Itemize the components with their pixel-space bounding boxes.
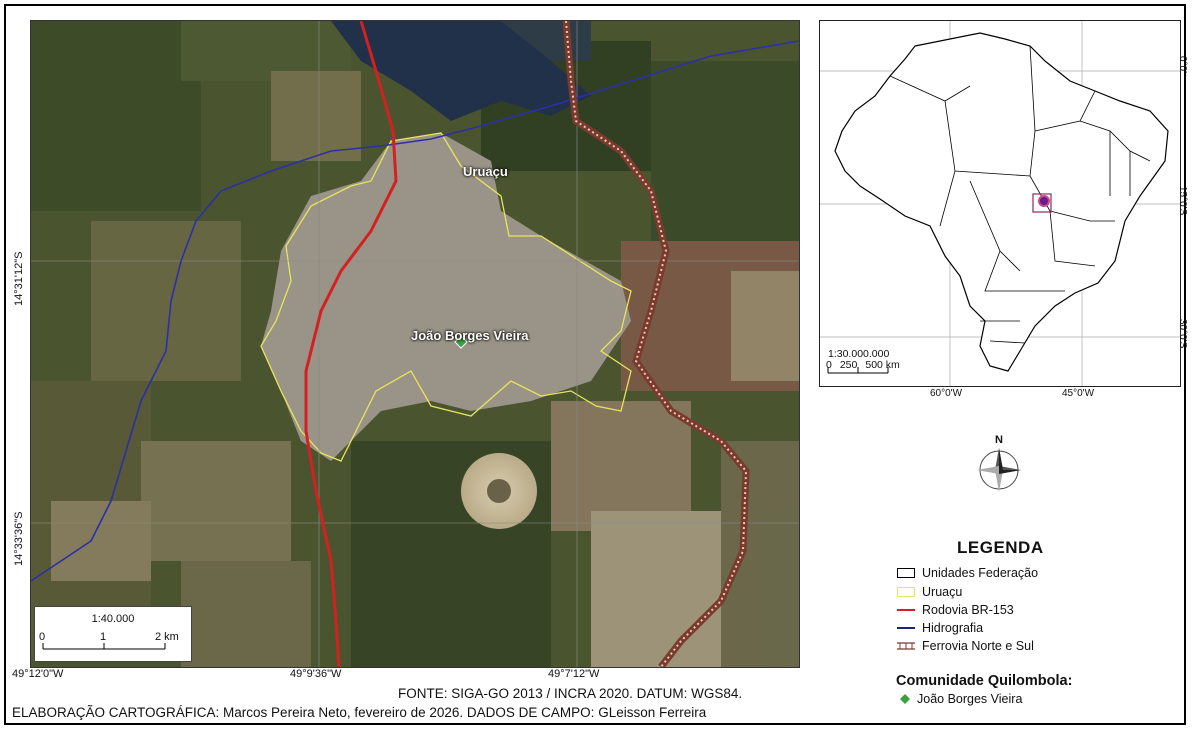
coord-bottom: 49°9'36"W — [290, 668, 342, 680]
legend-swatch — [897, 568, 915, 578]
legend-label: Unidades Federação — [922, 566, 1039, 580]
coord-left: 14°33'36"S — [13, 511, 25, 566]
graticule — [31, 21, 799, 667]
location-marker-icon[interactable] — [1038, 195, 1050, 207]
coord-bottom: 49°7'12"W — [548, 668, 600, 680]
brazil-country-outline — [834, 32, 1169, 372]
urban-area — [261, 133, 631, 461]
inset-scale-tick: 250 — [839, 359, 858, 371]
north-arrow: N — [975, 434, 1023, 494]
legend-label: Hidrografia — [922, 621, 984, 635]
river-line — [31, 40, 799, 582]
inset-scale-tick: 0 — [826, 359, 832, 371]
railway-swatch-icon — [897, 642, 915, 650]
map-frame — [4, 4, 1186, 725]
coord-left: 14°31'12"S — [13, 251, 25, 306]
main-scale-bar: 1:40.000 0 1 2 km — [34, 606, 192, 662]
north-label: N — [995, 434, 1003, 446]
brazil-outline — [820, 21, 1180, 386]
legend-swatch — [897, 609, 915, 611]
legend-swatch — [897, 627, 915, 629]
legend-label: João Borges Vieira — [917, 692, 1023, 706]
main-map[interactable]: Uruaçu João Borges Vieira — [30, 20, 800, 668]
inset-coord-right: 30°0'S — [1177, 319, 1188, 349]
coord-bottom: 49°12'0"W — [12, 668, 64, 680]
inset-scale-ratio: 1:30.000.000 — [828, 348, 890, 360]
legend-item-railway: Ferrovia Norte e Sul — [897, 639, 1034, 653]
community-diamond-icon — [900, 694, 910, 704]
satellite-imagery — [31, 21, 799, 667]
main-scale-ratio: 1:40.000 — [91, 613, 135, 625]
legend-item-uruacu: Uruaçu — [897, 585, 962, 599]
main-scale-tick: 2 km — [155, 631, 179, 643]
uruacu-boundary — [260, 132, 632, 462]
community-label: João Borges Vieira — [411, 328, 529, 343]
lake — [331, 21, 591, 121]
legend-label: Uruaçu — [922, 585, 963, 599]
legend-item-quilombola: João Borges Vieira — [900, 692, 1022, 706]
legend-title: LEGENDA — [957, 538, 1044, 557]
community-marker-icon[interactable] — [454, 335, 468, 349]
inset-coord-right: 0°0' — [1177, 56, 1188, 74]
inset-coord-right: 15°0'S — [1177, 186, 1188, 216]
main-scale-tick: 0 — [39, 631, 46, 643]
highway-line — [304, 21, 398, 667]
legend-item-states: Unidades Federação — [897, 566, 1038, 580]
legend-label: Ferrovia Norte e Sul — [922, 639, 1034, 653]
quilombola-title: Comunidade Quilombola: — [896, 673, 1073, 689]
location-box — [1032, 193, 1052, 213]
source-credit: FONTE: SIGA-GO 2013 / INCRA 2020. DATUM:… — [398, 686, 743, 701]
city-label: Uruaçu — [463, 164, 508, 179]
authorship-credit: ELABORAÇÃO CARTOGRÁFICA: Marcos Pereira … — [12, 705, 707, 720]
legend-item-highway: Rodovia BR-153 — [897, 603, 1014, 617]
compass-rose-icon — [977, 448, 1021, 492]
legend-item-hydrography: Hidrografia — [897, 621, 983, 635]
legend-label: Rodovia BR-153 — [922, 603, 1014, 617]
inset-coord-bottom: 45°0'W — [1062, 388, 1095, 399]
inset-scale-ticks: 0 250 500 km — [826, 359, 900, 371]
inset-scale-tick: 500 km — [865, 359, 900, 371]
inset-coord-bottom: 60°0'W — [930, 388, 963, 399]
legend-swatch — [897, 587, 915, 597]
main-scale-tick: 1 — [100, 631, 107, 643]
inset-map[interactable]: 1:30.000.000 0 250 500 km — [819, 20, 1181, 387]
